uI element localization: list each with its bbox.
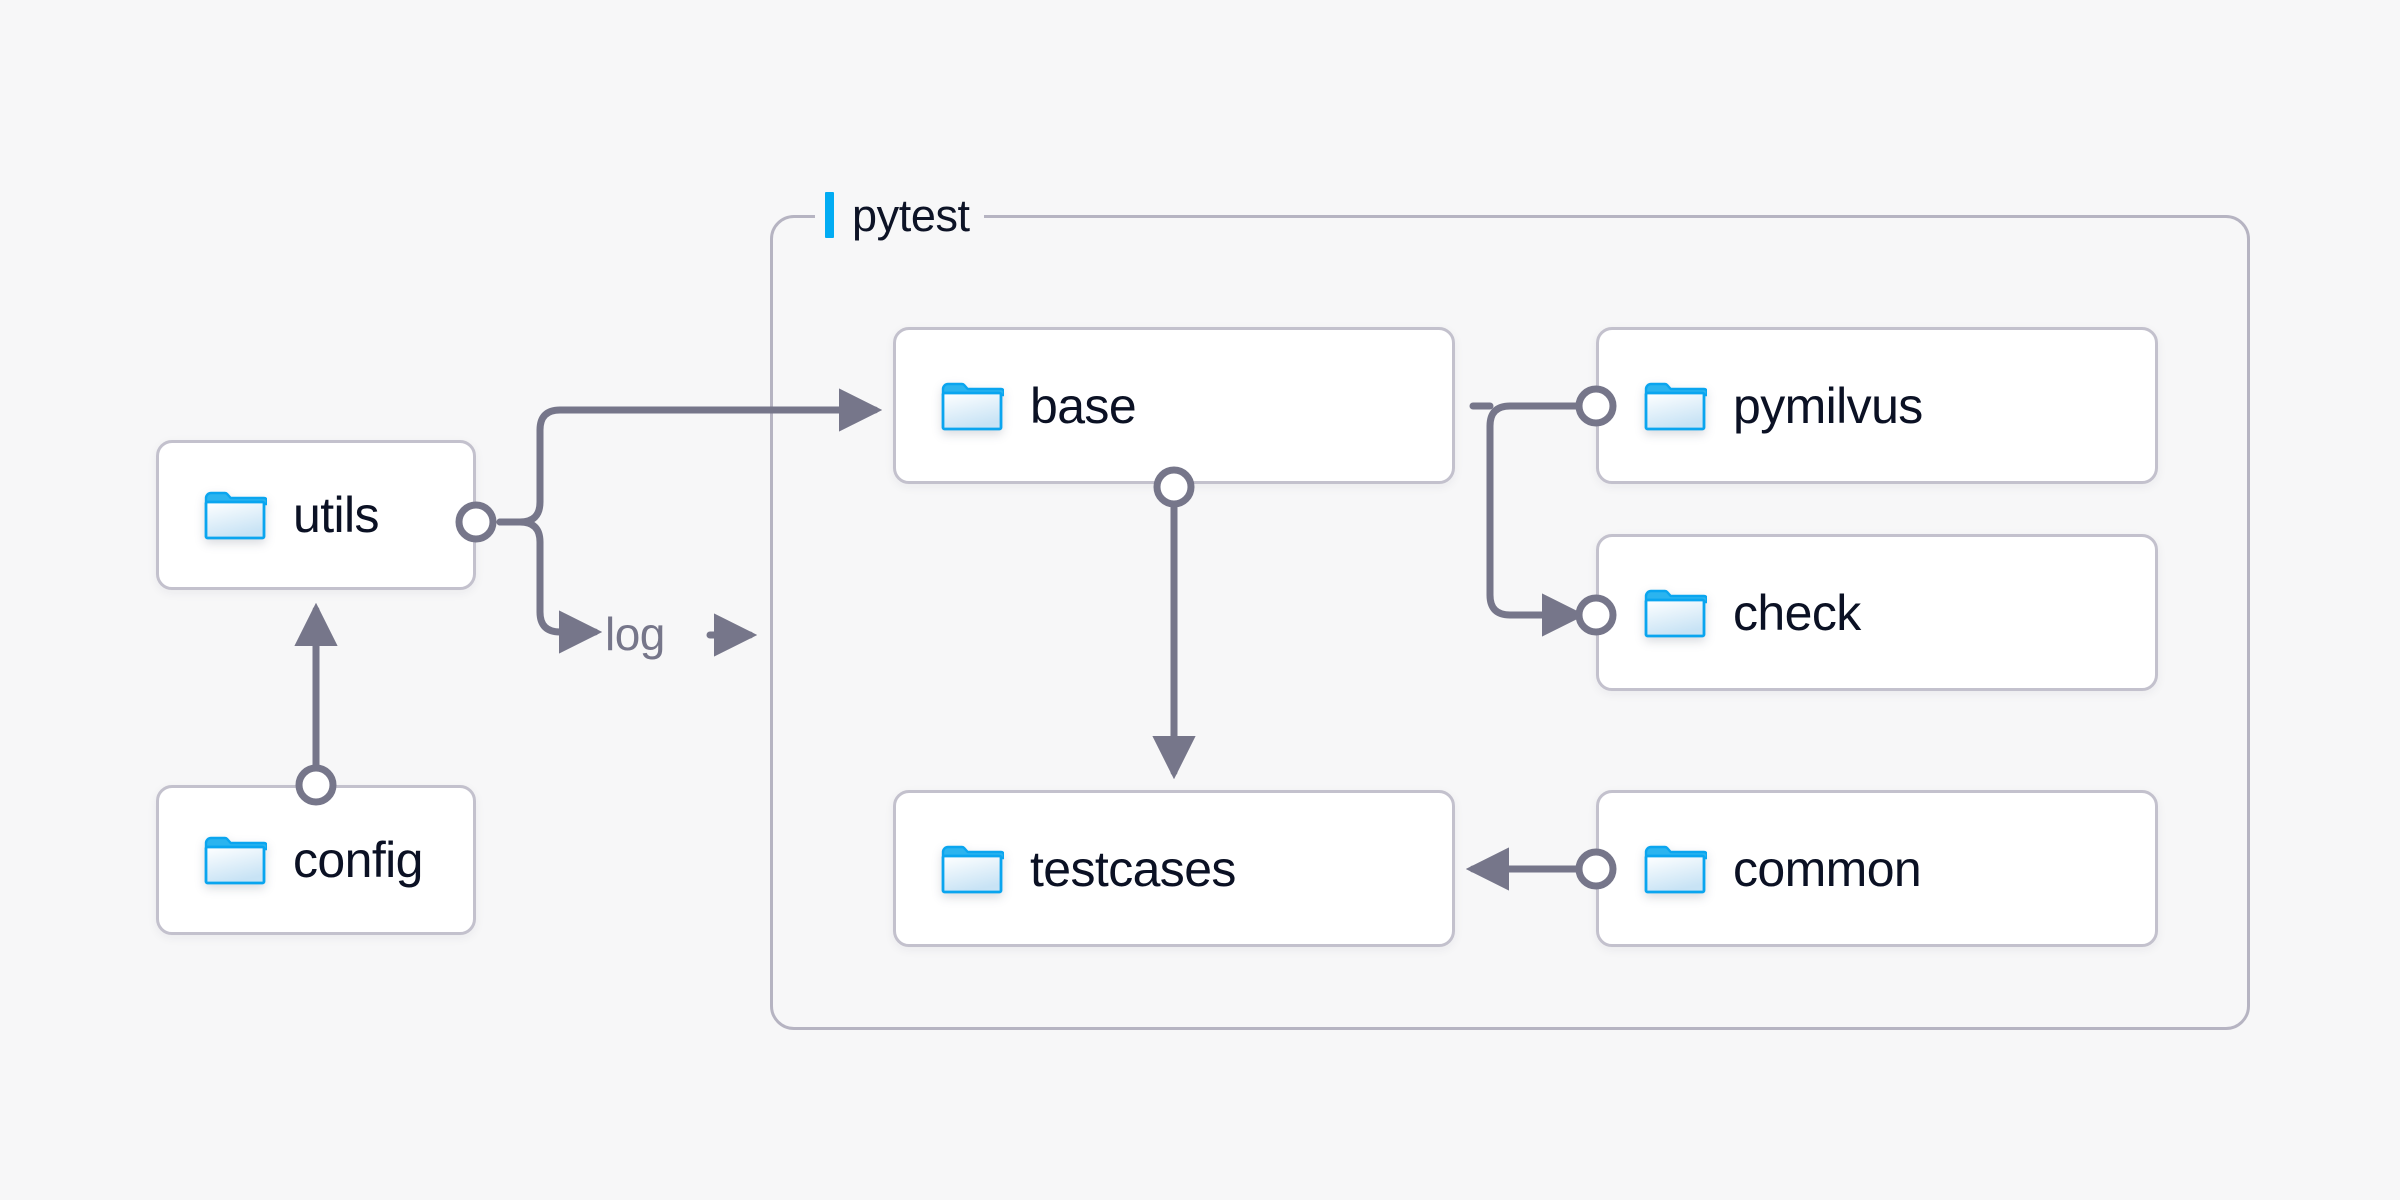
folder-icon xyxy=(1643,587,1709,639)
node-label-config: config xyxy=(293,832,423,888)
node-label-utils: utils xyxy=(293,487,380,543)
node-content: utils xyxy=(159,487,380,543)
node-content: testcases xyxy=(896,843,1236,895)
node-content: common xyxy=(1599,840,1922,897)
node-testcases[interactable]: testcases xyxy=(893,790,1455,947)
node-label-base: base xyxy=(1030,377,1137,434)
group-container-pytest xyxy=(770,215,2250,1030)
folder-icon xyxy=(1643,380,1709,432)
node-base[interactable]: base xyxy=(893,327,1455,484)
node-content: check xyxy=(1599,587,1861,639)
node-label-testcases: testcases xyxy=(1030,840,1236,897)
group-label-text: pytest xyxy=(852,189,970,241)
node-content: base xyxy=(896,377,1137,434)
folder-icon xyxy=(203,489,269,541)
edge-utils-to-log xyxy=(496,518,603,654)
node-label-common: common xyxy=(1733,840,1922,897)
node-label-check: check xyxy=(1733,584,1861,641)
folder-icon xyxy=(203,834,269,886)
log-label: log xyxy=(605,608,665,660)
node-pymilvus[interactable]: pymilvus xyxy=(1596,327,2158,484)
node-utils[interactable]: utils xyxy=(156,440,476,590)
node-label-pymilvus: pymilvus xyxy=(1733,377,1923,434)
node-content: pymilvus xyxy=(1599,380,1923,432)
folder-icon xyxy=(1643,843,1709,895)
node-content: config xyxy=(159,834,423,886)
node-check[interactable]: check xyxy=(1596,534,2158,691)
folder-icon xyxy=(940,843,1006,895)
group-label-pytest: pytest xyxy=(815,188,984,242)
accent-bar-icon xyxy=(825,192,834,238)
folder-icon xyxy=(940,380,1006,432)
node-config[interactable]: config xyxy=(156,785,476,935)
node-common[interactable]: common xyxy=(1596,790,2158,947)
